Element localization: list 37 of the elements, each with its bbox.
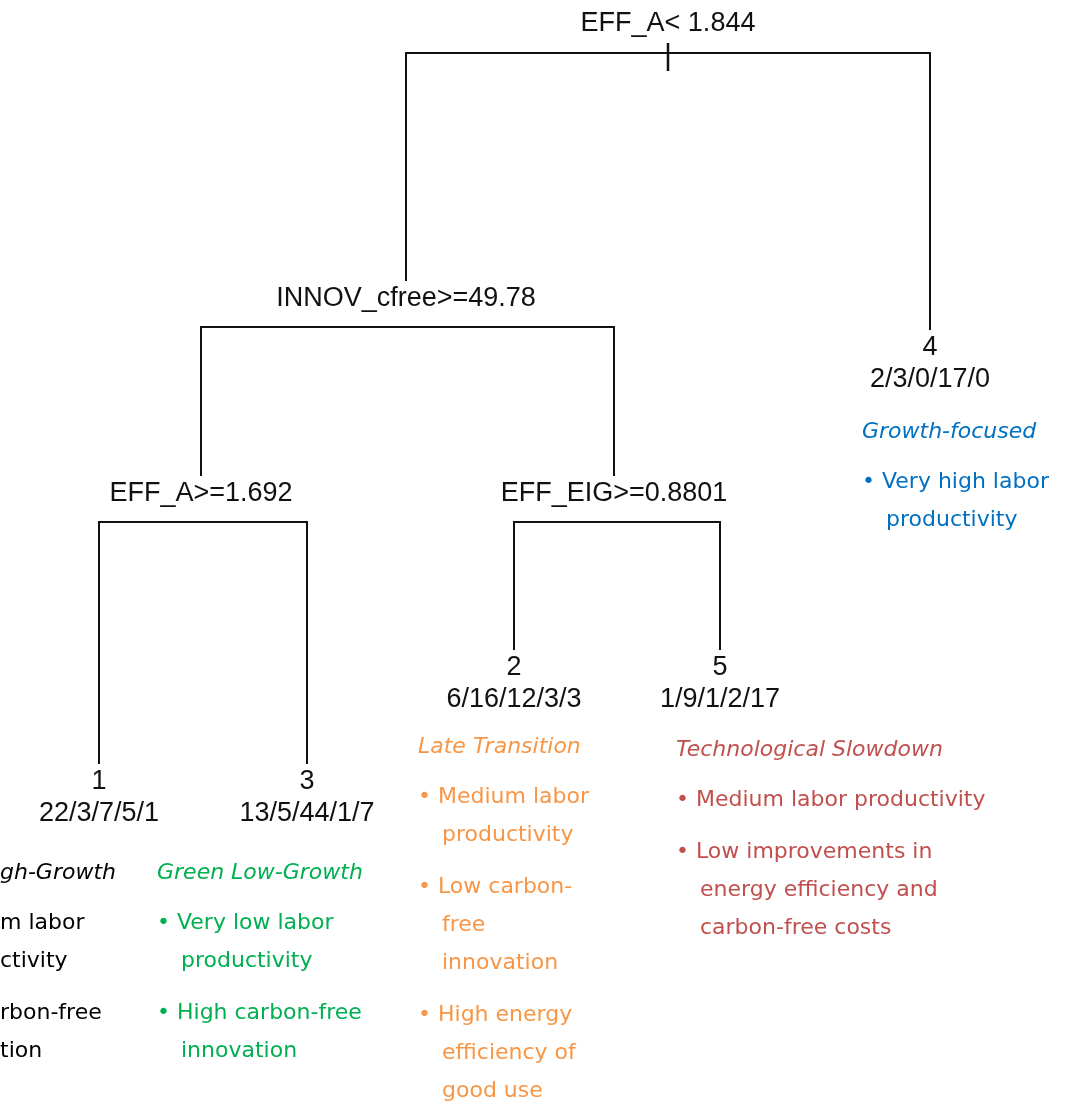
split-label: EFF_EIG>=0.8801 bbox=[500, 476, 728, 508]
bullet-point: • Medium labor productivity bbox=[676, 785, 986, 813]
tree-branch bbox=[513, 521, 615, 651]
cluster-heading: Green Low-Growth bbox=[157, 858, 364, 886]
tree-branch bbox=[98, 521, 202, 765]
leaf-number: 1 bbox=[90, 764, 108, 796]
tree-branch bbox=[200, 326, 407, 477]
tree-branch bbox=[200, 521, 308, 765]
bullet-point: • Very low labor productivity bbox=[157, 908, 335, 974]
class-counts: 2/3/0/17/0 bbox=[869, 362, 991, 394]
tree-branch bbox=[667, 52, 931, 331]
tree-branch bbox=[405, 52, 669, 282]
leaf-number: 4 bbox=[921, 330, 939, 362]
split-label: INNOV_cfree>=49.78 bbox=[276, 281, 536, 313]
cluster-heading: Technological Slowdown bbox=[676, 735, 944, 763]
tree-branch bbox=[613, 521, 721, 651]
bullet-point: rbon-free tion bbox=[0, 998, 103, 1064]
tree-branch bbox=[405, 326, 615, 477]
cluster-heading: Late Transition bbox=[418, 732, 582, 760]
split-label: EFF_A>=1.692 bbox=[109, 476, 293, 508]
leaf-number: 3 bbox=[298, 764, 316, 796]
leaf-number: 2 bbox=[505, 650, 523, 682]
bullet-point: • Low carbon-free innovation bbox=[418, 872, 574, 976]
class-counts: 13/5/44/1/7 bbox=[239, 796, 375, 828]
cluster-heading: Growth-focused bbox=[862, 417, 1038, 445]
bullet-point: • Very high labor productivity bbox=[862, 467, 1050, 533]
bullet-point: • High carbon-free innovation bbox=[157, 998, 363, 1064]
class-counts: 1/9/1/2/17 bbox=[659, 682, 781, 714]
class-counts: 6/16/12/3/3 bbox=[446, 682, 582, 714]
bullet-point: • High energy efficiency of good use bbox=[418, 1000, 578, 1104]
split-label: EFF_A< 1.844 bbox=[580, 6, 756, 38]
leaf-number: 5 bbox=[711, 650, 729, 682]
bullet-point: • Medium labor productivity bbox=[418, 782, 590, 848]
bullet-point: • Low improvements in energy efficiency and carbon-free costs bbox=[676, 837, 939, 941]
cluster-heading: gh-Growth bbox=[0, 858, 117, 886]
bullet-point: m labor ctivity bbox=[0, 908, 86, 974]
class-counts: 22/3/7/5/1 bbox=[38, 796, 160, 828]
